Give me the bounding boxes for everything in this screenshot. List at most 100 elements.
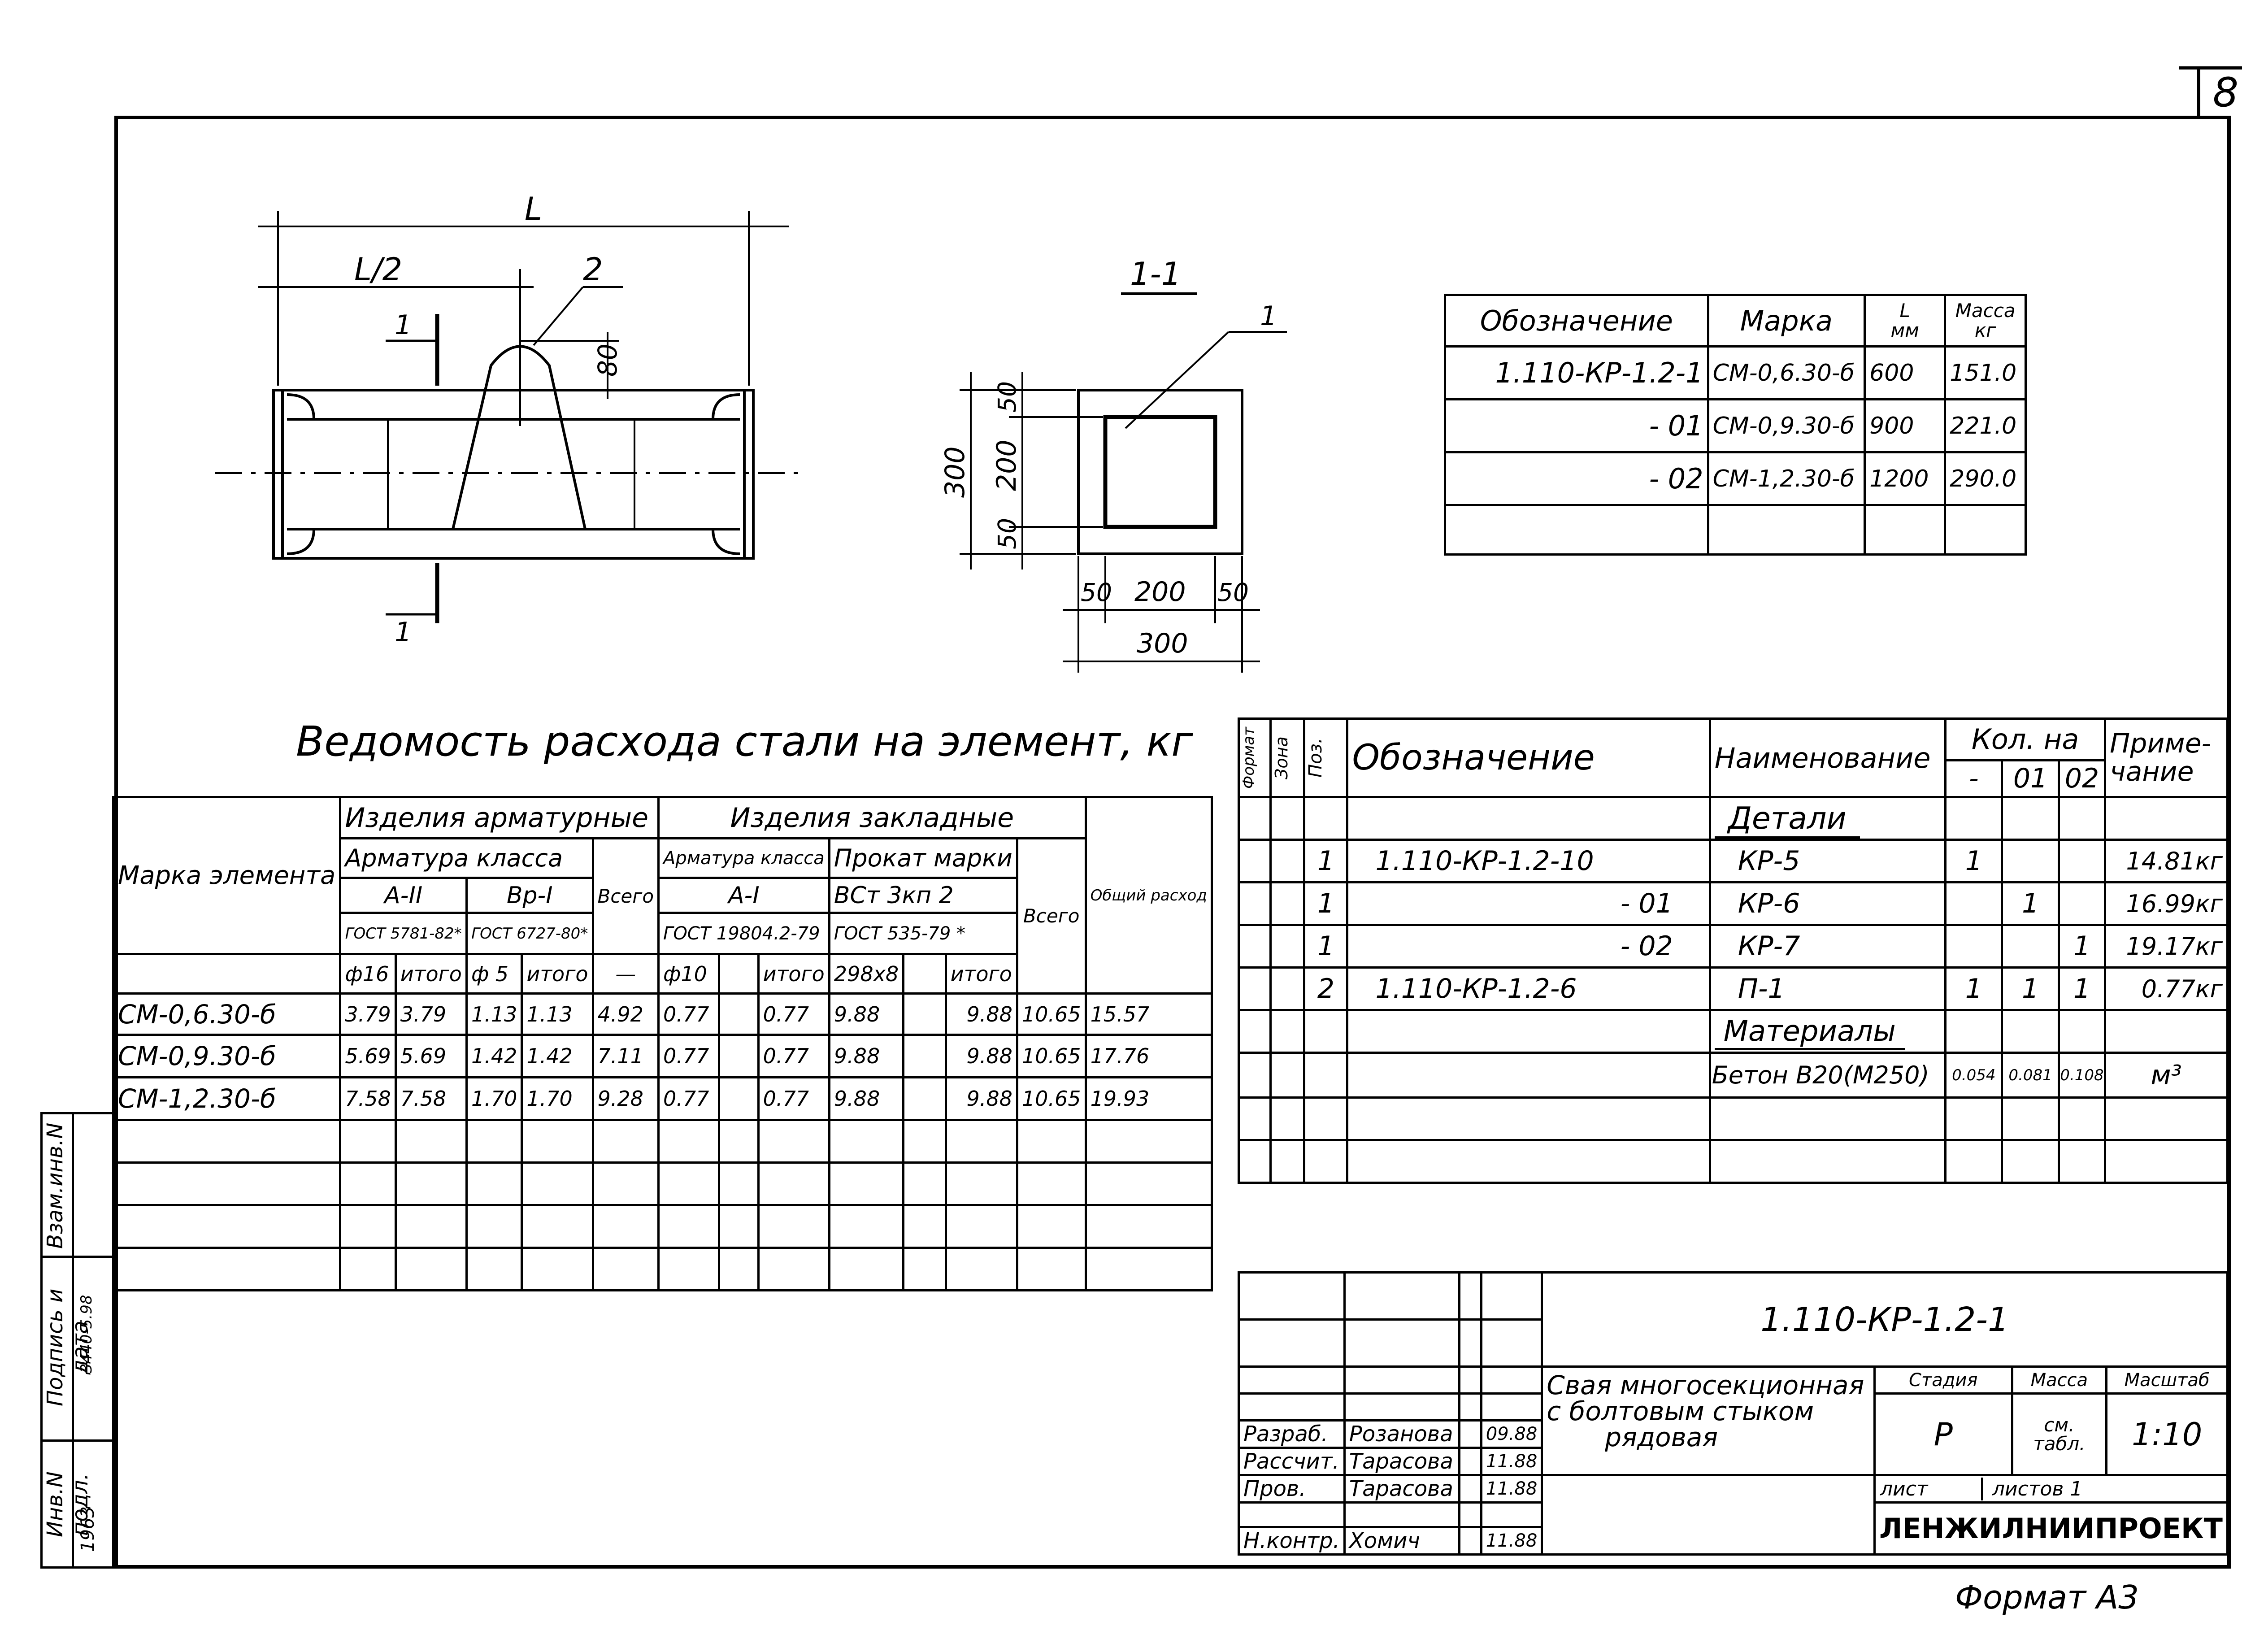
steel-h-gost1: ГОСТ 5781-82* [339,912,468,955]
steel-h-arm-class: Арматура класса [339,837,594,879]
steel-h-Bp1: Вр-I [465,877,594,914]
stamp-org: ЛЕНЖИЛНИИПРОЕКТ [1873,1501,2229,1556]
steel-h-blank [718,953,760,995]
steel-h-vsego2: Всего [1016,837,1087,995]
steel-cell: 1.70 [521,1076,594,1121]
steel-h-itogo: итого [757,953,830,995]
stamp-date: 11.88 [1480,1526,1543,1556]
dim-50-horiz-left: 50 [1081,578,1112,607]
steel-h-gost2: ГОСТ 6727-80* [465,912,594,955]
steel-h-arm-izd: Изделия арматурные [339,796,660,839]
stamp-role: Пров. [1238,1474,1346,1504]
steel-cell: 4.92 [591,992,660,1036]
mark-table-cell: 900 [1864,398,1947,453]
spec-sec-materials: Материалы [1714,1015,1905,1050]
list-item: 1 - 01 КР-6 1 16.99кг [1238,881,2229,926]
steel-cell: 5.69 [394,1034,468,1078]
mark-table-cell: СМ-0,6.30-б [1707,345,1866,400]
cut-bottom-label: 1 [395,617,412,648]
steel-h-itogo: итого [521,953,594,995]
steel-cell: 1.13 [521,992,594,1036]
stamp-person: Тарасова [1343,1447,1460,1476]
cut-top-label: 1 [395,309,412,341]
dim-L-label: L [525,191,542,227]
spec-h-k2: 01 [2001,759,2060,799]
steel-cell [902,992,947,1036]
stamp-date: 11.88 [1480,1474,1543,1504]
format-label: Формат А3 [1955,1578,2139,1616]
spec-table: Формат Зона Поз. Обозначение Наименовани… [1238,717,2229,1184]
steel-cell: 3.79 [339,992,397,1036]
mark-table-cell: 221.0 [1944,398,2027,453]
stamp-masshtab: 1:10 [2105,1392,2229,1476]
steel-cell: 10.65 [1016,992,1087,1036]
steel-h-marka: Марка элемента [112,796,342,955]
stamp-code: 1.110-КР-1.2-1 [1541,1271,2229,1368]
steel-cell: 1.42 [465,1034,523,1078]
steel-h-prokat: Прокат марки [828,837,1018,879]
spec-h-kol: Кол. на [1944,717,2107,761]
spec-h-naim: Наименование [1708,717,1947,798]
steel-cell: 1.42 [521,1034,594,1078]
steel-cell: 9.88 [944,1076,1018,1121]
steel-cell: 7.58 [339,1076,397,1121]
steel-cell: 0.77 [757,1034,830,1078]
steel-cell [718,1034,760,1078]
steel-cell [902,1034,947,1078]
steel-h-vst: ВСт 3кп 2 [828,877,1018,914]
steel-h-gost3: ГОСТ 19804.2-79 [657,912,830,955]
spec-h-oboz: Обозначение [1346,717,1711,798]
list-item: 1 1.110-КР-1.2-10 КР-5 1 14.81кг [1238,839,2229,883]
dim-50-horiz-right: 50 [1217,578,1249,607]
section-outline [1077,389,1243,555]
spec-h-k1: - [1944,759,2003,799]
stamp-role: Разраб. [1238,1419,1346,1449]
steel-cell: 5.69 [339,1034,397,1078]
mark-table-cell: СМ-0,9.30-б [1707,398,1866,453]
steel-row-mark: СМ-0,9.30-б [112,1034,342,1078]
steel-cell: 9.88 [828,992,905,1036]
pos-2-label: 2 [583,251,603,288]
table-row-empty [112,1119,1213,1164]
steel-h-obsh: Общий расход [1084,796,1213,995]
mark-table-cell [1444,504,1709,556]
dim-200-vert: 200 [991,439,1022,491]
stamp-role: Н.контр. [1238,1526,1346,1556]
steel-h-itogo: итого [394,953,468,995]
steel-h-298: 298х8 [828,953,905,995]
steel-h-vsego: Всего [591,837,660,955]
steel-cell: 0.77 [757,992,830,1036]
stamp-role: Рассчит. [1238,1447,1346,1476]
steel-cell: 1.70 [465,1076,523,1121]
spec-h-poz: Поз. [1303,717,1349,798]
side-podpis-value: 3440-5.98 [78,1295,96,1374]
mark-table-cell: СМ-1,2.30-б [1707,451,1866,506]
mark-table-cell: 600 [1864,345,1947,400]
steel-cell: 9.28 [591,1076,660,1121]
table-row-empty [112,1204,1213,1249]
steel-cell: 1.13 [465,992,523,1036]
steel-cell: 3.79 [394,992,468,1036]
steel-h-itogo: итого [944,953,1018,995]
steel-cell [718,1076,760,1121]
steel-cell: 9.88 [944,1034,1018,1078]
steel-table: Марка элемента Изделия арматурные Издели… [112,796,1213,1291]
dim-80-label: 80 [592,343,623,377]
side-stamp: Взам.инв.N Подпись и дата Инв.N подл. 34… [40,1112,114,1569]
stamp-date: 11.88 [1480,1447,1543,1476]
mark-table-h-marka: Марка [1707,294,1866,348]
stamp-signature [1458,1447,1482,1476]
side-podpis: Подпись и дата [43,1288,93,1407]
steel-h-dash: — [591,953,660,995]
list-item: Материалы [1238,1009,2229,1054]
stamp-signature [1458,1526,1482,1556]
stamp-person: Розанова [1343,1419,1460,1449]
mark-table-cell: - 02 [1444,451,1709,506]
stamp-date: 09.88 [1480,1419,1543,1449]
